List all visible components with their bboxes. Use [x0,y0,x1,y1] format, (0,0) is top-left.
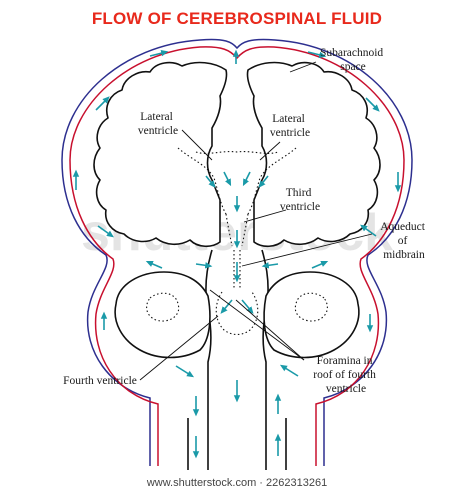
csf-flow-arrows [72,49,402,459]
flow-arrow [145,260,163,269]
flow-arrow [258,175,269,188]
flow-arrow [220,299,233,314]
spinal-canal-wall [187,418,287,470]
label-aqueduct-of-midbrain: Aqueduct of midbrain [380,221,428,261]
flow-arrow [175,365,195,378]
flow-arrow [97,225,114,238]
label-lateral-ventricle-left: Lateral ventricle [138,111,178,137]
flow-arrow [360,224,377,237]
label-lateral-ventricle-right: Lateral ventricle [270,113,310,139]
flow-arrow [242,171,251,187]
leader-fourth [139,315,219,381]
fourth-ventricle [215,291,259,336]
brainstem [205,249,269,470]
flow-arrow [311,260,329,269]
label-subarachnoid-space: Subarachnoid space [320,47,386,73]
lateral-ventricles [177,147,297,215]
leader-lateral-right [259,141,281,161]
leader-lateral-left [181,129,213,161]
flow-arrow [149,50,169,57]
right-cerebellum-folia [294,292,328,322]
footer-strip [0,476,474,489]
leader-aqueduct [241,233,373,267]
flow-arrow [307,51,327,58]
flow-arrow [195,262,213,269]
leader-foramina-2 [209,289,305,361]
label-fourth-ventricle: Fourth ventricle [63,375,137,387]
footer-credit: www.shutterstock.com · 2262313261 [146,477,327,489]
leader-third [243,209,287,223]
leader-foramina-1 [235,299,305,361]
arachnoid-outline [61,38,413,466]
right-cerebral-hemisphere [246,61,381,248]
leader-subarachnoid [289,61,317,73]
aqueduct-path [233,250,241,290]
flow-arrow [279,364,299,377]
pia-outline [69,46,405,466]
right-cerebellum [263,271,360,359]
label-foramina-fourth-ventricle: Foramina in roof of fourth ventricle [313,355,378,395]
flow-arrow [95,96,110,111]
left-cerebellum-folia [146,292,180,322]
flow-arrow [223,171,232,187]
flow-arrow [365,97,380,112]
flow-arrow [261,262,279,269]
label-third-ventricle: Third ventricle [280,187,320,213]
third-ventricle [225,213,249,247]
diagram-title: FLOW OF CEREBROSPINAL FLUID [92,9,382,28]
left-cerebellum [114,271,211,359]
flow-arrow [241,299,254,314]
flow-arrow [205,175,216,188]
